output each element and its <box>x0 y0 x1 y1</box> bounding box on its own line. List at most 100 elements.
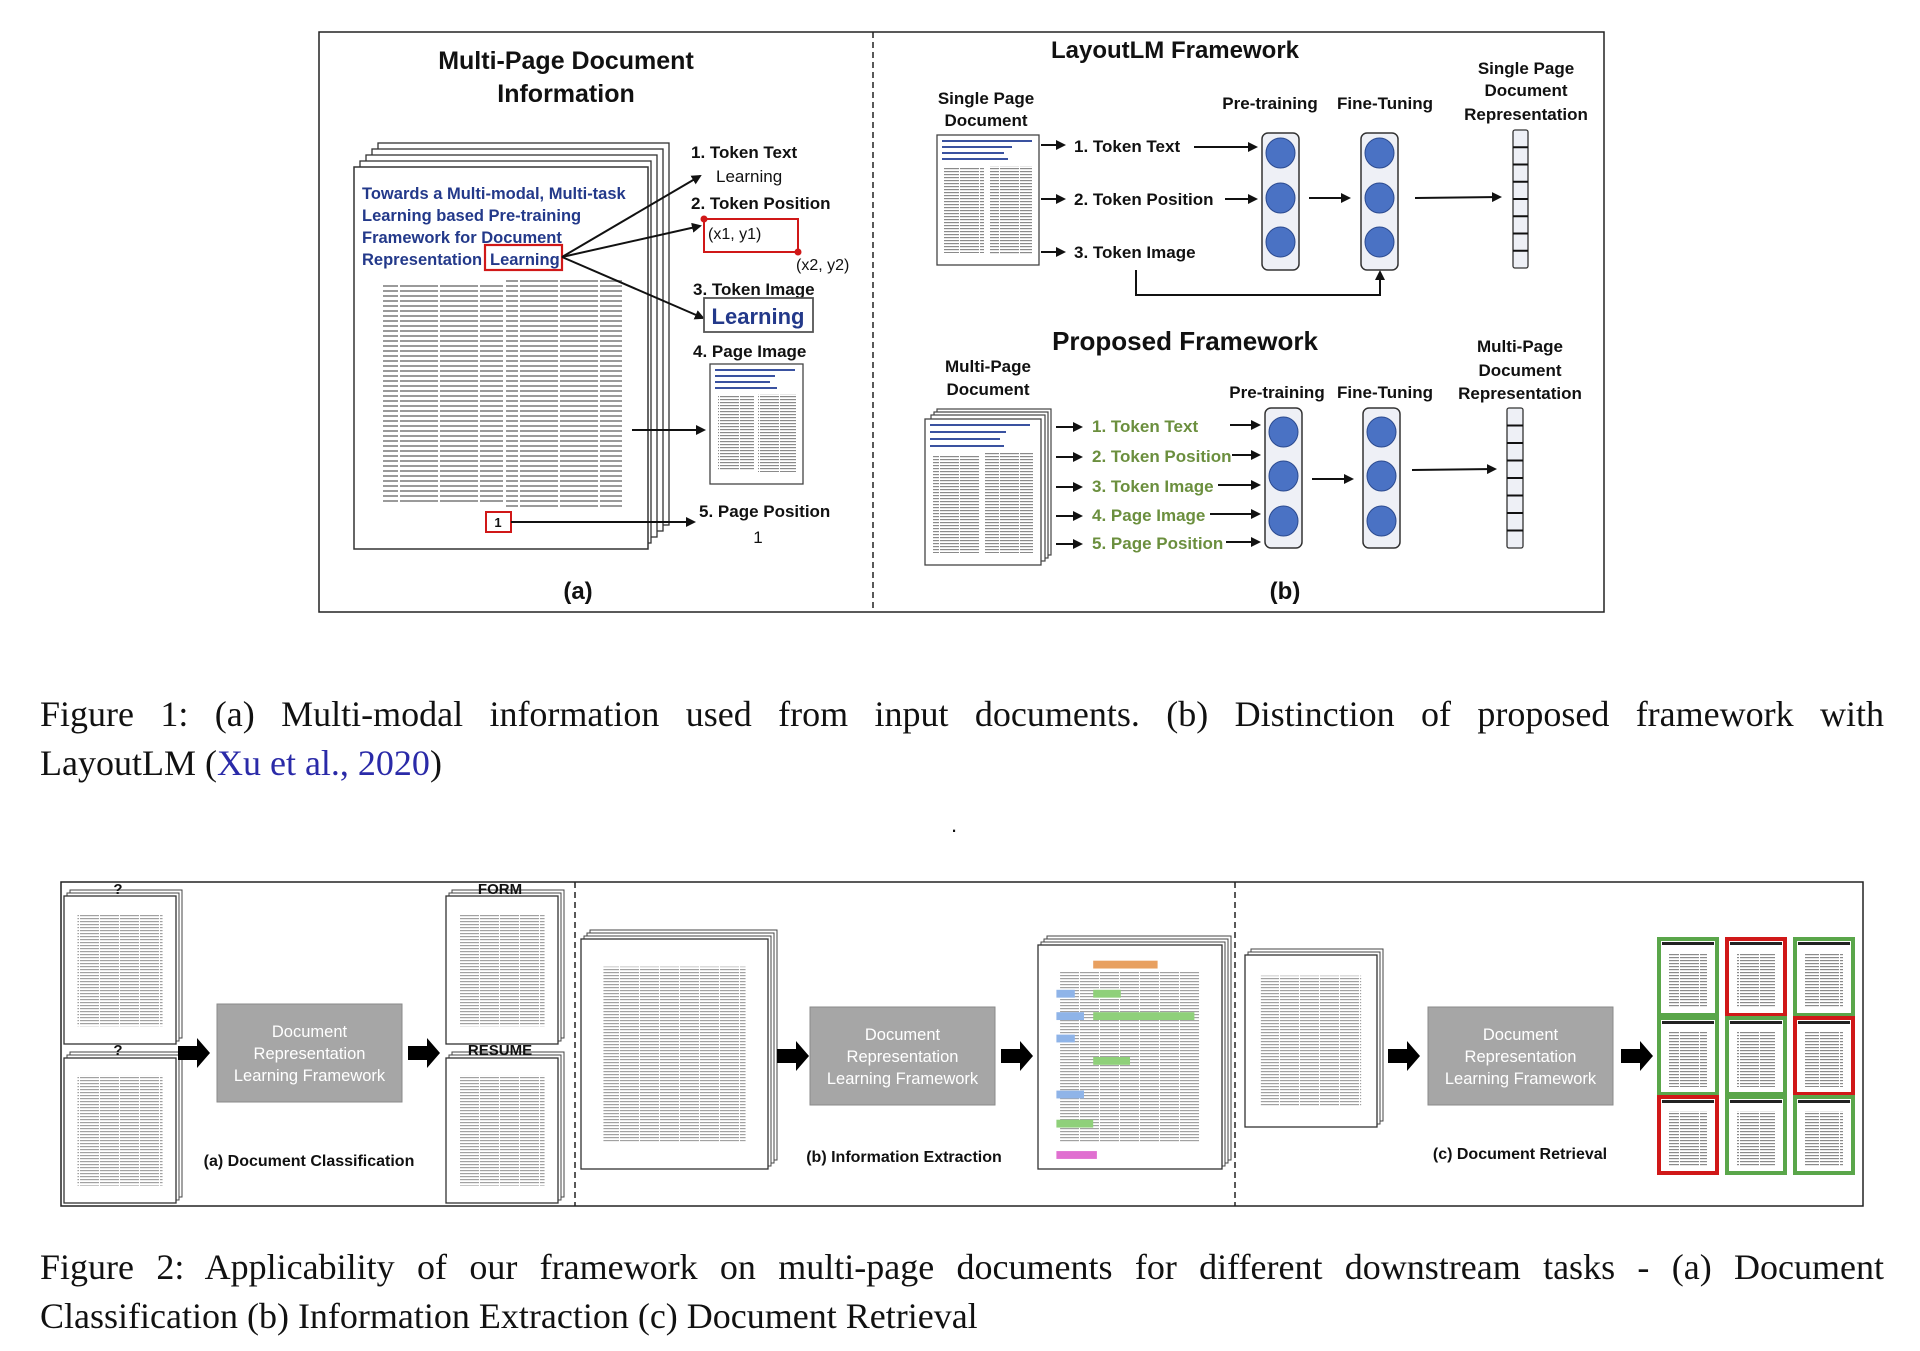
proposed-input-item: 3. Token Image <box>1092 477 1214 496</box>
layoutlm-output-label: Representation <box>1464 105 1588 124</box>
proposed-output-label: Multi-Page <box>1477 337 1563 356</box>
proposed-input-item: 5. Page Position <box>1092 534 1223 553</box>
framework-box-text: Representation <box>847 1048 959 1066</box>
figure-2-caption-line1: Figure 2: Applicability of our framework… <box>40 1247 1884 1287</box>
right-arrow-icon <box>408 1038 440 1068</box>
page-image-thumbnail <box>709 363 804 485</box>
token-image-value: Learning <box>712 304 805 329</box>
modality-arrows <box>511 174 706 527</box>
pretraining-label: Pre-training <box>1222 94 1317 113</box>
panel-a-title-line1: Multi-Page Document <box>438 47 694 75</box>
figure-2-caption-line2: Classification (b) Information Extractio… <box>40 1296 978 1336</box>
neuron-node <box>1366 505 1397 537</box>
retrieved-document-irrelevant[interactable] <box>1657 1095 1719 1175</box>
retrieved-document-relevant[interactable] <box>1657 937 1719 1017</box>
proposed-arrows <box>1312 464 1497 484</box>
pretraining-layer <box>1261 132 1300 271</box>
layoutlm-title: LayoutLM Framework <box>1051 37 1300 64</box>
pretraining-layer <box>1264 407 1303 549</box>
neuron-node <box>1268 460 1299 492</box>
retrieved-document-relevant[interactable] <box>1793 1095 1855 1175</box>
framework-box-text: Document <box>1483 1026 1559 1044</box>
separator-dot: . <box>951 812 957 837</box>
token-image-label: 3. Token Image <box>693 280 815 299</box>
input-form-document <box>580 929 778 1170</box>
form-document <box>445 889 565 1045</box>
layoutlm-input-label: Document <box>944 111 1027 130</box>
coord-bottom-right: (x2, y2) <box>796 257 849 274</box>
finetuning-label: Fine-Tuning <box>1337 94 1433 113</box>
page-image-label: 4. Page Image <box>693 342 806 361</box>
panel-a-title-line2: Information <box>497 80 635 108</box>
extracted-form-document <box>1037 935 1232 1170</box>
retrieved-document-relevant[interactable] <box>1657 1016 1719 1096</box>
coord-top-left: (x1, y1) <box>708 226 761 243</box>
neuron-node <box>1265 137 1296 169</box>
neuron-node <box>1366 416 1397 448</box>
framework-box-text: Representation <box>254 1045 366 1063</box>
unknown-label: ? <box>113 881 122 898</box>
layoutlm-input-label: Single Page <box>938 89 1034 108</box>
proposed-input-label: Document <box>946 380 1029 399</box>
retrieved-document-relevant[interactable] <box>1725 1016 1787 1096</box>
finetuning-label: Fine-Tuning <box>1337 383 1433 402</box>
multi-page-thumbnail <box>924 408 1052 566</box>
unlabeled-document-1 <box>63 889 183 1045</box>
layoutlm-arrows <box>1041 140 1502 296</box>
retrieved-document-irrelevant[interactable] <box>1793 1016 1855 1096</box>
finetuning-layer <box>1360 132 1399 271</box>
framework-box-text: Document <box>865 1026 941 1044</box>
right-arrow-icon <box>1388 1041 1420 1071</box>
corner-point <box>700 215 708 223</box>
block-arrows <box>178 1038 1653 1071</box>
pretraining-label: Pre-training <box>1229 383 1324 402</box>
highlighted-token: Learning <box>490 251 560 269</box>
proposed-input-item: 2. Token Position <box>1092 447 1231 466</box>
token-image-box <box>703 297 814 333</box>
neuron-node <box>1364 226 1395 258</box>
framework-box-text: Learning Framework <box>1445 1070 1597 1088</box>
network-layers <box>1261 129 1529 549</box>
figure-1-caption-line2: LayoutLM (Xu et al., 2020) <box>40 743 1884 783</box>
neuron-node <box>1366 460 1397 492</box>
layoutlm-input-token-text: 1. Token Text <box>1074 137 1180 156</box>
framework-box-text: Document <box>272 1023 348 1041</box>
layoutlm-output-label: Single Page <box>1478 59 1574 78</box>
body-text-column-left <box>383 282 503 504</box>
panel-b: LayoutLM Framework Single Page Document … <box>924 37 1588 605</box>
panel-c-sublabel: (c) Document Retrieval <box>1433 1146 1607 1163</box>
unknown-label: ? <box>113 1042 122 1059</box>
caption-text: ) <box>429 743 442 783</box>
retrieved-document-relevant[interactable] <box>1793 937 1855 1017</box>
token-position-label: 2. Token Position <box>691 194 830 213</box>
body-text-column-right <box>506 280 622 508</box>
caption-text: LayoutLM ( <box>40 743 217 783</box>
figure-1-caption-line1: Figure 1: (a) Multi-modal information us… <box>40 694 1884 734</box>
layoutlm-input-token-image: 3. Token Image <box>1074 243 1196 262</box>
panel-a-sublabel: (a) <box>563 578 592 605</box>
citation-link[interactable]: Xu et al., 2020 <box>216 743 430 783</box>
neuron-node <box>1268 416 1299 448</box>
layoutlm-output-label: Document <box>1484 81 1567 100</box>
resume-document <box>445 1051 565 1204</box>
single-page-representation-vector <box>1512 129 1529 269</box>
token-text-label: 1. Token Text <box>691 143 797 162</box>
panel-b-sublabel: (b) <box>1270 578 1301 605</box>
figure-1: Multi-Page Document Information Towards … <box>318 31 1605 613</box>
retrieved-document-irrelevant[interactable] <box>1725 937 1787 1017</box>
neuron-node <box>1265 182 1296 214</box>
page-number: 1 <box>494 515 501 530</box>
retrieval-results-grid <box>1657 937 1855 1175</box>
panel-b-sublabel: (b) Information Extraction <box>806 1149 1002 1166</box>
right-arrow-icon <box>1001 1041 1033 1071</box>
layoutlm-input-token-position: 2. Token Position <box>1074 190 1213 209</box>
figure-1-frame <box>318 31 1605 613</box>
neuron-node <box>1268 505 1299 537</box>
retrieved-document-relevant[interactable] <box>1725 1095 1787 1175</box>
